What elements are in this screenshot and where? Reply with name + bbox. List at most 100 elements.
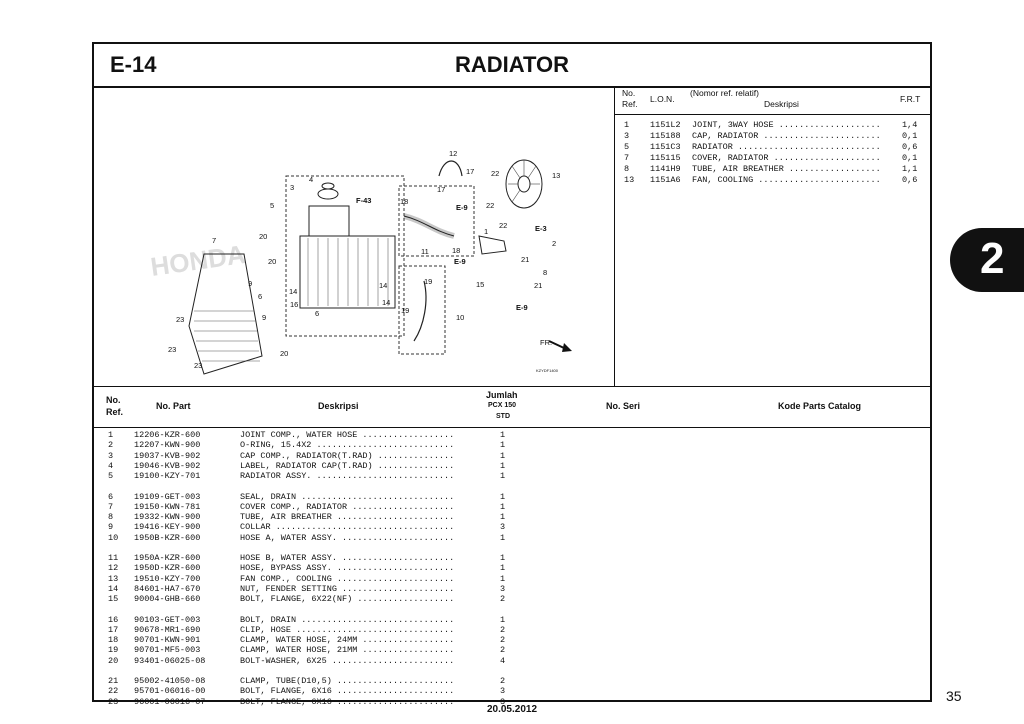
row-quantity: 1 (500, 553, 506, 563)
callout-label: 12 (449, 149, 457, 158)
row-quantity: 1 (500, 512, 506, 523)
frt-header-frt: F.R.T (900, 94, 921, 104)
row-part-number: 12206-KZR-600 (134, 430, 201, 440)
callout-label: 19 (424, 277, 432, 286)
row-no: 16 (108, 614, 119, 625)
callout-label: 22 (486, 201, 494, 210)
frt-row-desc: COVER, RADIATOR ..................... (692, 153, 881, 163)
callout-label: 13 (552, 171, 560, 180)
frt-row-desc: JOINT, 3WAY HOSE .................... (692, 120, 881, 130)
frt-row-no: 13 (624, 175, 635, 185)
callout-label: 11 (421, 247, 429, 256)
callout-label: 23 (168, 345, 176, 354)
row-no: 10 (108, 532, 119, 543)
row-description: HOSE B, WATER ASSY. ....................… (240, 553, 455, 563)
row-no: 21 (108, 676, 119, 686)
callout-label: 20 (259, 232, 267, 241)
section-tab: 2 (950, 228, 1024, 292)
callout-label: 1 (484, 227, 488, 236)
row-description: HOSE, BYPASS ASSY. .....................… (240, 563, 455, 574)
callout-label: E-9 (516, 303, 528, 312)
frt-header-ref: Ref. (622, 99, 638, 109)
row-part-number: 1950D-KZR-600 (134, 563, 201, 574)
row-description: TUBE, AIR BREATHER .....................… (240, 512, 455, 523)
callout-label: 9 (248, 279, 252, 288)
callout-label: 10 (456, 313, 464, 322)
row-part-number: 19109-GET-003 (134, 491, 201, 502)
header-model: PCX 150 (488, 402, 517, 409)
row-no: 7 (108, 501, 114, 512)
row-description: BOLT, FLANGE, 6X22(NF) .................… (240, 594, 455, 605)
callout-label: 21 (521, 255, 529, 264)
frt-row-lon: 1151A6 (650, 175, 681, 185)
row-description: BOLT, FLANGE, 6X16 .....................… (240, 696, 455, 707)
row-quantity: 3 (500, 583, 506, 594)
row-part-number: 95002-41050-08 (134, 676, 206, 686)
row-description: LABEL, RADIATOR CAP(T.RAD) .............… (240, 460, 455, 471)
row-description: CAP COMP., RADIATOR(T.RAD) .............… (240, 450, 455, 461)
row-quantity: 1 (500, 471, 506, 482)
frt-row-frt: 0,1 (902, 153, 918, 163)
row-quantity: 1 (500, 614, 506, 625)
row-part-number: 90004-GHB-660 (134, 594, 201, 605)
frt-row-lon: 1141H9 (650, 164, 681, 174)
callout-label: E-9 (454, 257, 466, 266)
page-title: RADIATOR (454, 52, 570, 77)
row-no: 1 (108, 430, 114, 440)
callout-label: F-43 (356, 196, 371, 205)
row-part-number: 19037-KVB-902 (134, 450, 201, 461)
callout-label: 20 (268, 257, 276, 266)
row-part-number: 95701-06016-00 (134, 686, 206, 697)
frt-row-no: 1 (624, 120, 630, 130)
row-description: CLAMP, TUBE(D10,5) .....................… (240, 676, 455, 686)
row-no: 6 (108, 491, 114, 502)
frt-row-no: 7 (624, 153, 630, 163)
row-no: 14 (108, 583, 119, 594)
callout-label: E-9 (456, 203, 468, 212)
row-quantity: 2 (500, 676, 506, 686)
callout-label: 21 (534, 281, 542, 290)
row-no: 19 (108, 645, 119, 656)
row-part-number: 93401-06025-08 (134, 655, 206, 666)
frt-row-frt: 0,6 (902, 175, 918, 185)
row-part-number: 19416-KEY-900 (134, 522, 201, 533)
row-part-number: 90701-MF5-003 (134, 645, 201, 656)
row-description: O-RING, 15.4X2 .........................… (240, 440, 455, 451)
callout-label: FR. (540, 338, 552, 347)
frt-header-lon: L.O.N. (650, 94, 675, 104)
row-quantity: 4 (500, 655, 506, 666)
row-part-number: 19332-KWN-900 (134, 512, 201, 523)
frt-row-no: 3 (624, 131, 630, 141)
row-quantity: 2 (500, 594, 506, 605)
row-description: CLAMP, WATER HOSE, 21MM ................… (240, 645, 455, 656)
row-description: JOINT COMP., WATER HOSE ................… (240, 430, 455, 440)
frt-row-desc: FAN, COOLING ........................ (692, 175, 881, 185)
callout-label: 4 (309, 175, 313, 184)
row-no: 17 (108, 624, 119, 635)
section-code: E-14 (110, 52, 157, 77)
callout-label: 9 (262, 313, 266, 322)
row-part-number: 90678-MR1-690 (134, 624, 201, 635)
row-description: BOLT-WASHER, 6X25 ......................… (240, 655, 455, 666)
row-quantity: 1 (500, 460, 506, 471)
frt-header-no: No. (622, 88, 636, 98)
row-description: CLAMP, WATER HOSE, 24MM ................… (240, 635, 455, 646)
row-part-number: 19510-KZY-700 (134, 573, 201, 584)
frt-row-desc: CAP, RADIATOR ....................... (692, 131, 881, 141)
frt-header-nomor: (Nomor ref. relatif) (690, 88, 759, 98)
callout-label: 20 (280, 349, 288, 358)
parts-table-header: No. Ref. No. Part Deskripsi Jumlah PCX 1… (94, 386, 930, 428)
header-jumlah: Jumlah (486, 390, 518, 400)
frt-row-no: 5 (624, 142, 630, 152)
callout-label: 8 (543, 268, 547, 277)
callout-label: 22 (499, 221, 507, 230)
row-quantity: 2 (500, 645, 506, 656)
callout-label: 19 (401, 306, 409, 315)
row-quantity: 1 (500, 430, 506, 440)
header-std: STD (496, 413, 510, 420)
row-quantity: 1 (500, 563, 506, 574)
header-part: No. Part (156, 401, 191, 411)
callout-label: 22 (491, 169, 499, 178)
row-description: FAN COMP., COOLING .....................… (240, 573, 455, 584)
row-no: 15 (108, 594, 119, 605)
